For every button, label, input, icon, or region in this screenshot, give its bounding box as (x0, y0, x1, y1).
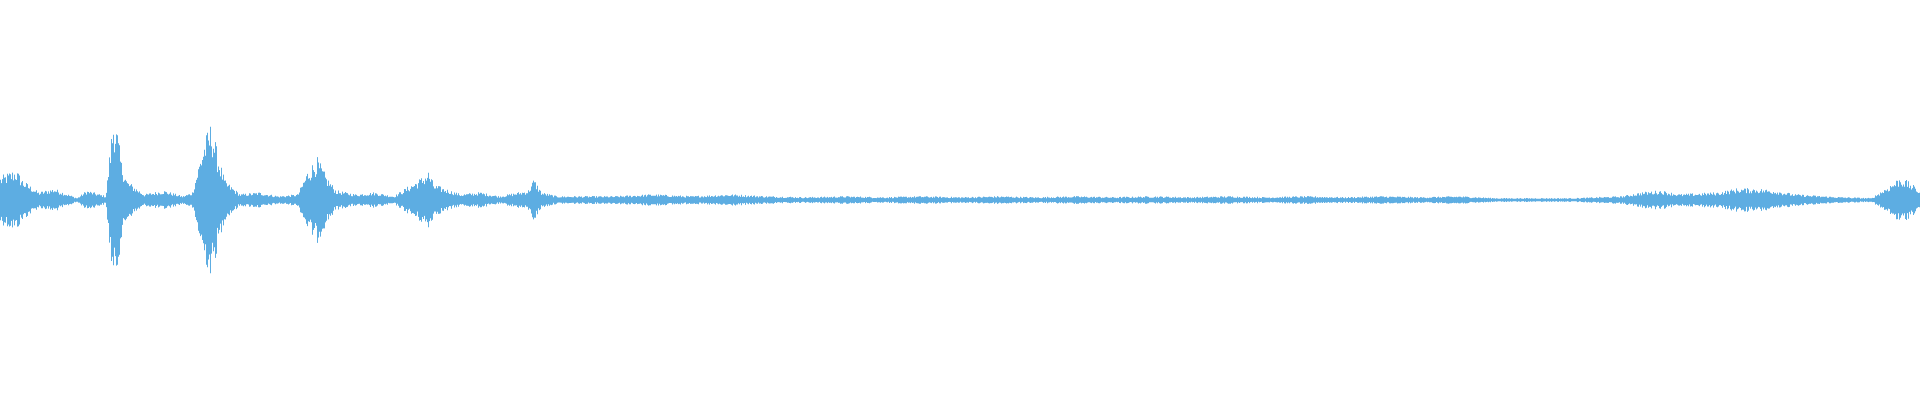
audio-waveform[interactable] (0, 0, 1920, 400)
waveform-svg[interactable] (0, 0, 1920, 400)
